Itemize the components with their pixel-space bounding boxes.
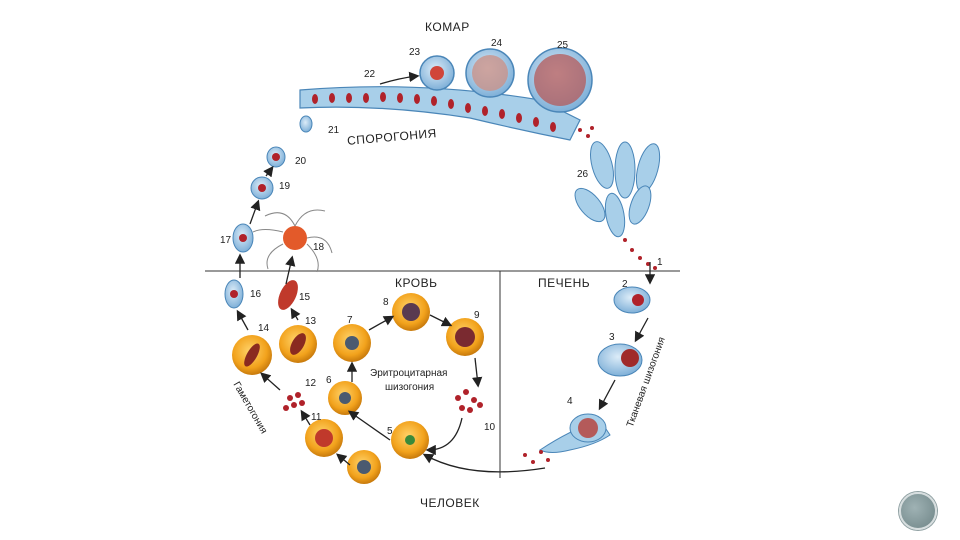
region-blood-label: КРОВЬ bbox=[395, 277, 437, 289]
stage-25: 25 bbox=[557, 41, 568, 51]
stage-11: 11 bbox=[311, 413, 321, 423]
stage-2: 2 bbox=[622, 280, 628, 290]
stage-23: 23 bbox=[409, 48, 420, 58]
stage-15: 15 bbox=[299, 293, 310, 303]
erythrocyte-8 bbox=[392, 293, 430, 331]
ookinete-21 bbox=[300, 116, 312, 132]
liver-cell-2 bbox=[614, 287, 650, 313]
stage-14: 14 bbox=[258, 324, 269, 334]
erythrocyte-11 bbox=[305, 419, 343, 457]
stage-16: 16 bbox=[250, 290, 261, 300]
oocyst-23 bbox=[420, 56, 454, 90]
stage-5: 5 bbox=[387, 427, 393, 437]
stage-10: 10 bbox=[484, 423, 495, 433]
liver-cell-3 bbox=[598, 344, 642, 376]
stage-26: 26 bbox=[577, 170, 588, 180]
stage-20: 20 bbox=[295, 157, 306, 167]
circle-nav-icon[interactable] bbox=[899, 492, 937, 530]
zygote-20 bbox=[267, 147, 285, 167]
stage-7: 7 bbox=[347, 316, 353, 326]
erythrocyte-7 bbox=[333, 324, 371, 362]
oocyst-25 bbox=[528, 48, 592, 112]
stage-4: 4 bbox=[567, 397, 573, 407]
region-liver-label: ПЕЧЕНЬ bbox=[538, 277, 590, 289]
gamete-17 bbox=[233, 224, 253, 252]
stage-22: 22 bbox=[364, 70, 375, 80]
zygote-19 bbox=[251, 177, 273, 199]
merozoites-12 bbox=[283, 392, 305, 411]
stage-8: 8 bbox=[383, 298, 389, 308]
stage-12: 12 bbox=[305, 379, 316, 389]
erythrocyte-ring bbox=[347, 450, 381, 484]
merozoites-10 bbox=[455, 389, 483, 413]
region-human-label: ЧЕЛОВЕК bbox=[420, 497, 480, 509]
stage-18: 18 bbox=[313, 243, 324, 253]
erythro-schizogony-label-1: Эритроцитарная bbox=[370, 368, 447, 380]
exflagellation-18 bbox=[253, 210, 332, 272]
region-mosquito-label: КОМАР bbox=[425, 21, 470, 33]
erythro-schizogony-label-2: шизогония bbox=[385, 382, 434, 394]
erythrocyte-6 bbox=[328, 381, 362, 415]
salivary-gland bbox=[569, 139, 664, 238]
erythrocyte-5 bbox=[391, 421, 429, 459]
stage-1: 1 bbox=[657, 258, 663, 268]
stage-21: 21 bbox=[328, 126, 339, 136]
gametocyte-15 bbox=[274, 277, 302, 313]
liver-schizont-4 bbox=[540, 414, 610, 453]
stage-17: 17 bbox=[220, 236, 231, 246]
stage-6: 6 bbox=[326, 376, 332, 386]
gametocyte-16 bbox=[225, 280, 243, 308]
stage-13: 13 bbox=[305, 317, 316, 327]
oocyst-24 bbox=[466, 49, 514, 97]
erythrocyte-9 bbox=[446, 318, 484, 356]
erythrocyte-13 bbox=[279, 325, 317, 363]
stage-24: 24 bbox=[491, 39, 502, 49]
stage-9: 9 bbox=[474, 311, 480, 321]
erythrocyte-14 bbox=[232, 335, 272, 375]
stage-3: 3 bbox=[609, 333, 615, 343]
stage-19: 19 bbox=[279, 182, 290, 192]
